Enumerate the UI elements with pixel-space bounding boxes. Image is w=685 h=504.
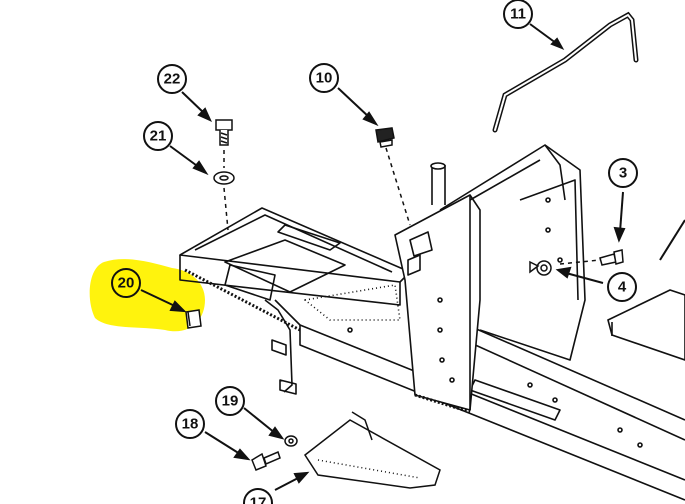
dashed-leader-22 xyxy=(223,150,229,231)
svg-text:18: 18 xyxy=(182,416,199,433)
svg-text:4: 4 xyxy=(618,279,627,296)
washer-part-21 xyxy=(213,171,235,185)
svg-text:3: 3 xyxy=(619,165,627,182)
wing-nut-part-4 xyxy=(529,260,552,276)
tray xyxy=(607,289,685,361)
svg-text:10: 10 xyxy=(316,70,333,87)
rod-part-11 xyxy=(492,11,639,133)
side-rod xyxy=(659,219,685,261)
washer-part-19 xyxy=(284,435,298,447)
bracket-part-17 xyxy=(303,411,441,489)
callout-3: 3 xyxy=(608,158,638,188)
callout-17: 17 xyxy=(243,488,273,504)
frame-assembly xyxy=(179,144,685,501)
callout-4: 4 xyxy=(607,272,637,302)
nut-part-20 xyxy=(185,309,202,329)
svg-text:11: 11 xyxy=(510,6,526,23)
callout-11: 11 xyxy=(503,0,533,29)
callout-21: 21 xyxy=(143,121,173,151)
svg-text:22: 22 xyxy=(164,71,181,88)
callout-19: 19 xyxy=(215,386,245,416)
leader-arrows xyxy=(140,23,626,491)
callout-10: 10 xyxy=(309,63,339,93)
bolt-part-18 xyxy=(251,450,281,471)
dashed-leader-3 xyxy=(559,259,601,265)
bolt-part-22 xyxy=(215,119,233,146)
svg-text:19: 19 xyxy=(222,393,239,410)
grommet-part-10 xyxy=(375,127,411,226)
screw-part-3 xyxy=(599,249,624,266)
callout-18: 18 xyxy=(175,409,205,439)
callout-22: 22 xyxy=(157,64,187,94)
svg-text:20: 20 xyxy=(118,275,135,292)
callout-20: 20 xyxy=(111,268,141,298)
svg-text:17: 17 xyxy=(250,495,267,504)
svg-text:21: 21 xyxy=(150,128,167,145)
